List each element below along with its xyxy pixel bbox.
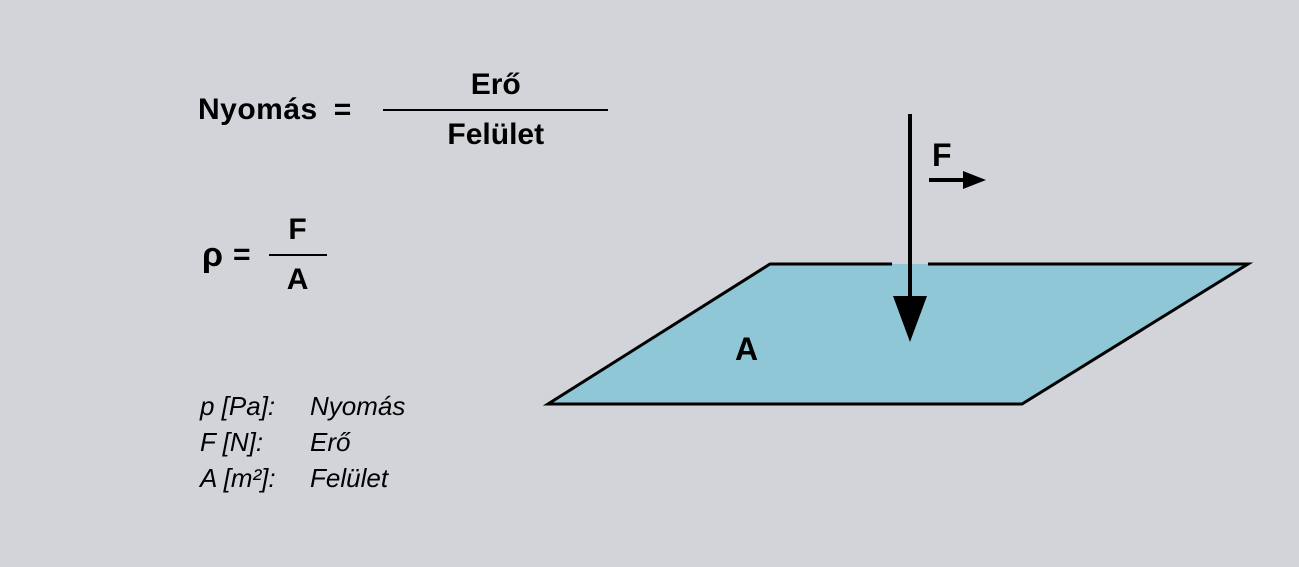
area-label: A (735, 331, 758, 367)
formula-words-numerator: Erő (470, 68, 521, 101)
legend: p [Pa]: Nyomás F [N]: Erő A [m²]: Felüle… (200, 388, 405, 496)
legend-row-force: F [N]: Erő (200, 424, 405, 460)
formula-symbols-denominator: A (286, 263, 309, 296)
force-arrow-head (893, 296, 927, 342)
fraction-bar (383, 109, 609, 111)
legend-symbol-a: A [m²]: (200, 463, 276, 493)
formula-words-fraction: Erő Felület (383, 68, 609, 152)
formula-words-denominator: Felület (447, 118, 545, 151)
formula-words-equals: = (333, 93, 352, 126)
formula-symbols-lhs: ρ (202, 235, 224, 274)
legend-label-pressure: Nyomás (310, 391, 406, 421)
formula-words-lhs: Nyomás (198, 93, 318, 126)
legend-symbol-f: F [N]: (200, 427, 264, 457)
formula-symbols-equals: = (233, 238, 251, 271)
formula-pressure-symbols: ρ = F A (202, 213, 327, 297)
formula-pressure-words: Nyomás = Erő Felület (198, 68, 609, 152)
formula-symbols-numerator: F (288, 213, 307, 246)
legend-row-area: A [m²]: Felület (200, 460, 405, 496)
legend-label-force: Erő (310, 427, 351, 457)
formula-symbols-fraction: F A (268, 213, 327, 297)
surface-parallelogram (548, 264, 1248, 404)
direction-arrow-head (963, 171, 986, 189)
surface-outline (542, 262, 1254, 406)
legend-label-area: Felület (310, 463, 389, 493)
force-label: F (932, 137, 952, 173)
legend-symbol-p: p [Pa]: (200, 391, 276, 421)
legend-row-pressure: p [Pa]: Nyomás (200, 388, 405, 424)
fraction-bar (268, 254, 327, 256)
